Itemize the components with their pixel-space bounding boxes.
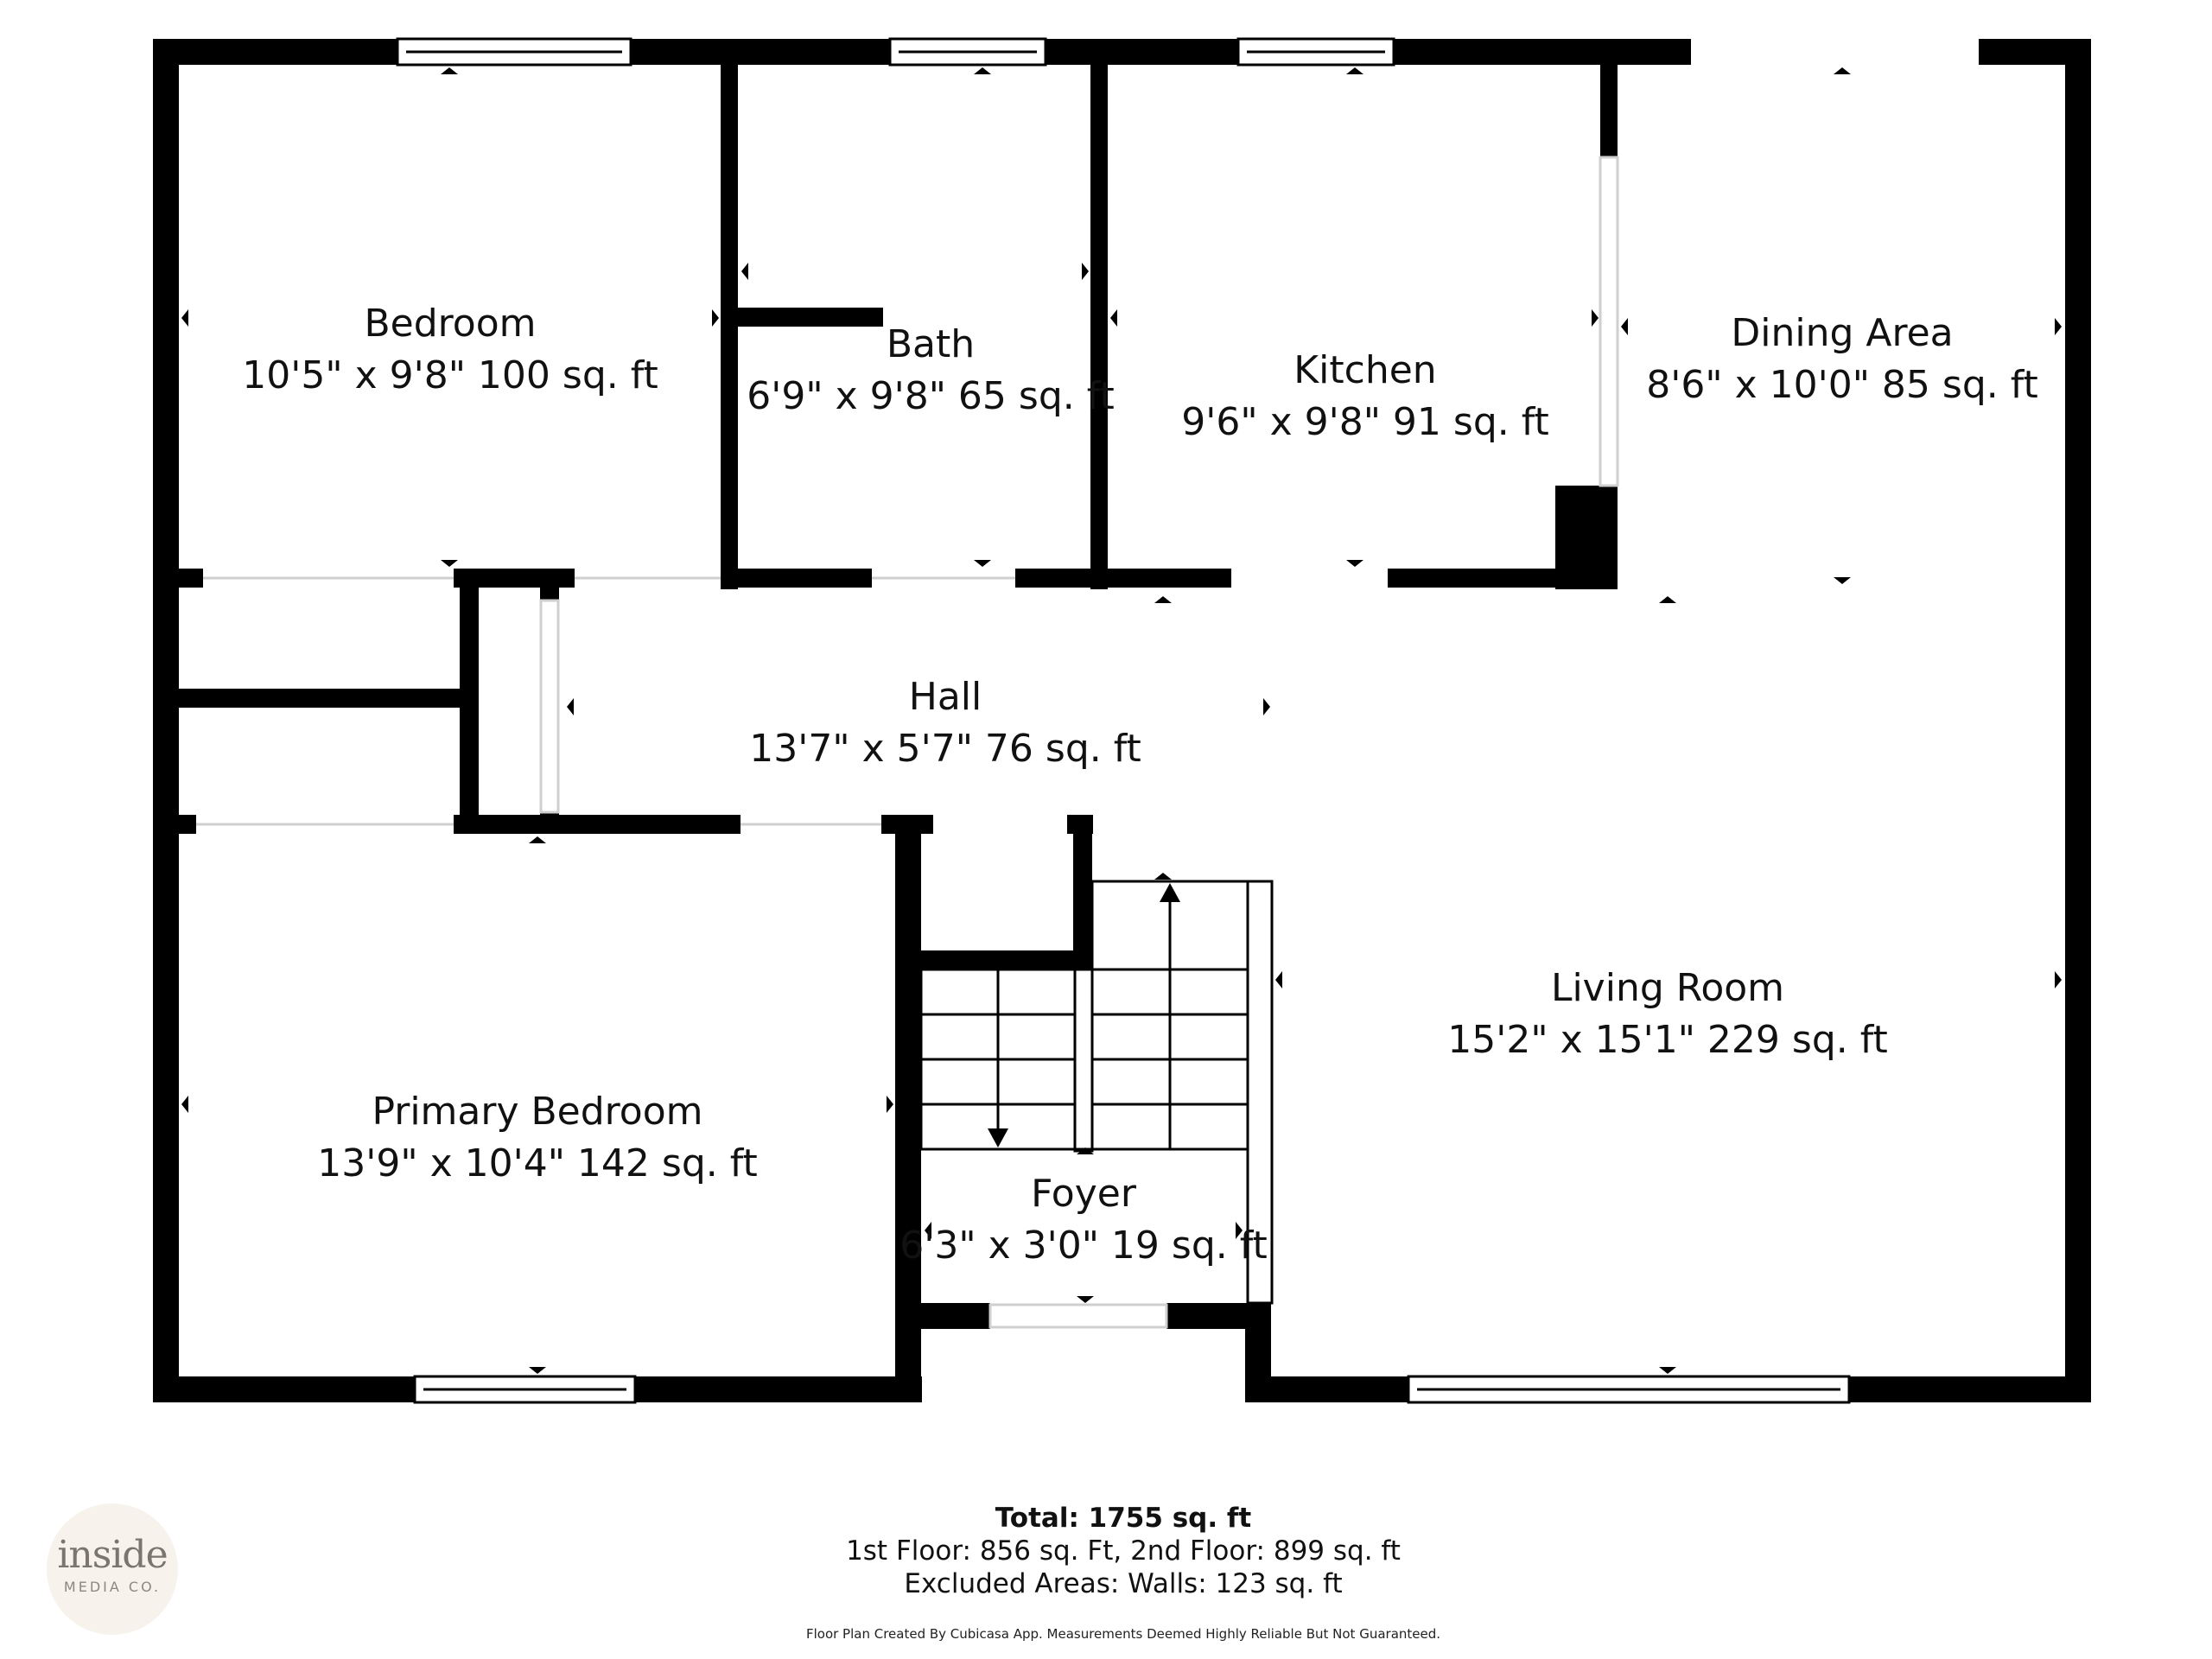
area-summary: Total: 1755 sq. ft 1st Floor: 856 sq. Ft… xyxy=(846,1502,1401,1600)
room-label-kitchen: Kitchen 9'6" x 9'8" 91 sq. ft xyxy=(1181,345,1548,448)
room-label-foyer: Foyer 6'3" x 3'0" 19 sq. ft xyxy=(899,1168,1267,1272)
room-label-hall: Hall 13'7" x 5'7" 76 sq. ft xyxy=(749,671,1141,775)
room-dimensions: 6'9" x 9'8" 65 sq. ft xyxy=(747,374,1115,418)
dimension-markers xyxy=(181,67,2062,1374)
inside-media-logo: inside MEDIA CO. xyxy=(47,1503,178,1635)
room-name: Hall xyxy=(908,675,982,719)
room-name: Bath xyxy=(886,322,976,366)
excluded-areas: Excluded Areas: Walls: 123 sq. ft xyxy=(904,1568,1343,1599)
floor-areas: 1st Floor: 856 sq. Ft, 2nd Floor: 899 sq… xyxy=(846,1535,1401,1567)
room-dimensions: 13'9" x 10'4" 142 sq. ft xyxy=(317,1141,758,1185)
stairs xyxy=(919,880,1274,1305)
room-name: Dining Area xyxy=(1731,311,1954,355)
thin-lines xyxy=(196,156,1619,1329)
room-name: Foyer xyxy=(1031,1172,1136,1216)
room-name: Kitchen xyxy=(1294,348,1437,392)
stair-arrows xyxy=(988,883,1180,1147)
room-label-bedroom: Bedroom 10'5" x 9'8" 100 sq. ft xyxy=(242,298,658,402)
room-name: Living Room xyxy=(1550,966,1785,1010)
room-label-primary-bedroom: Primary Bedroom 13'9" x 10'4" 142 sq. ft xyxy=(317,1086,757,1190)
room-dimensions: 13'7" x 5'7" 76 sq. ft xyxy=(749,727,1141,771)
room-label-living-room: Living Room 15'2" x 15'1" 229 sq. ft xyxy=(1447,963,1887,1066)
room-label-dining-area: Dining Area 8'6" x 10'0" 85 sq. ft xyxy=(1646,308,2037,411)
windows xyxy=(396,37,1851,1404)
room-dimensions: 9'6" x 9'8" 91 sq. ft xyxy=(1181,400,1549,444)
room-dimensions: 6'3" x 3'0" 19 sq. ft xyxy=(899,1224,1268,1268)
room-dimensions: 8'6" x 10'0" 85 sq. ft xyxy=(1646,363,2038,407)
room-name: Primary Bedroom xyxy=(372,1090,703,1134)
room-dimensions: 15'2" x 15'1" 229 sq. ft xyxy=(1447,1018,1888,1062)
room-label-bath: Bath 6'9" x 9'8" 65 sq. ft xyxy=(747,319,1114,423)
disclaimer: Floor Plan Created By Cubicasa App. Meas… xyxy=(805,1626,1441,1642)
logo-sub: MEDIA CO. xyxy=(63,1579,162,1595)
room-dimensions: 10'5" x 9'8" 100 sq. ft xyxy=(242,353,658,397)
total-area: Total: 1755 sq. ft xyxy=(995,1503,1252,1534)
room-name: Bedroom xyxy=(364,302,537,346)
logo-brand: inside xyxy=(57,1533,168,1577)
